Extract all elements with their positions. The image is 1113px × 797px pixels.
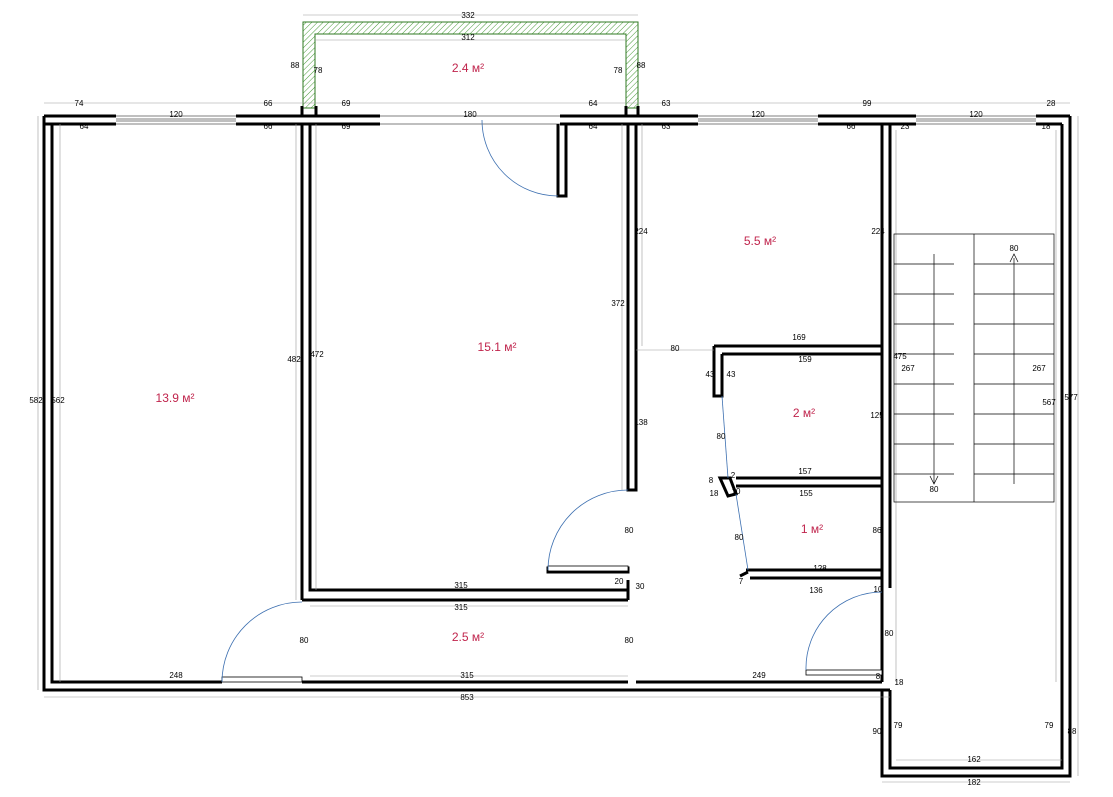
dim-label: 78 xyxy=(614,66,623,75)
door-swings xyxy=(221,119,883,683)
dim-label: 267 xyxy=(1032,364,1046,373)
dim-label: 120 xyxy=(969,110,983,119)
dim-label: 66 xyxy=(264,99,273,108)
dim-label: 88 xyxy=(637,61,646,70)
interior-walls xyxy=(221,106,892,683)
dim-label: 63 xyxy=(662,99,671,108)
dim-label: 7 xyxy=(739,577,744,586)
dim-label: 99 xyxy=(863,99,872,108)
dim-label: 80 xyxy=(885,629,894,638)
dim-label: 136 xyxy=(809,586,823,595)
dim-label: 20 xyxy=(615,577,624,586)
dim-label: 267 xyxy=(901,364,915,373)
area-hall: 5.5 м² xyxy=(744,234,776,248)
dimension-lines xyxy=(37,14,1079,783)
dim-label: 372 xyxy=(611,299,625,308)
dim-label: 162 xyxy=(967,755,981,764)
dim-label: 86 xyxy=(873,526,882,535)
dim-label: 224 xyxy=(871,227,885,236)
dim-label: 80 xyxy=(1010,244,1019,253)
dim-label: 18 xyxy=(710,489,719,498)
dim-label: 248 xyxy=(169,671,183,680)
dim-label: 10 xyxy=(874,585,883,594)
dim-label: 10 xyxy=(732,487,741,496)
area-bathroom: 2 м² xyxy=(793,406,815,420)
dim-label: 582 xyxy=(29,396,43,405)
area-center-room: 15.1 м² xyxy=(478,340,517,354)
dim-label: 125 xyxy=(870,411,884,420)
dim-label: 157 xyxy=(798,467,812,476)
dim-label: 182 xyxy=(967,778,981,787)
dim-label: 80 xyxy=(625,526,634,535)
dim-label: 80 xyxy=(671,344,680,353)
dim-label: 138 xyxy=(634,418,648,427)
dim-label: 88 xyxy=(291,61,300,70)
area-corridor: 2.5 м² xyxy=(452,630,484,644)
balcony-walls xyxy=(302,21,639,109)
dim-label: 64 xyxy=(80,122,89,131)
area-left-room: 13.9 м² xyxy=(156,391,195,405)
dim-label: 78 xyxy=(314,66,323,75)
dim-label: 80 xyxy=(717,432,726,441)
dim-label: 79 xyxy=(894,721,903,730)
dim-label: 90 xyxy=(873,727,882,736)
dim-label: 120 xyxy=(751,110,765,119)
dim-label: 120 xyxy=(169,110,183,119)
dim-label: 332 xyxy=(461,11,475,20)
dim-label: 472 xyxy=(310,350,324,359)
dim-label: 28 xyxy=(1047,99,1056,108)
dim-label: 315 xyxy=(460,671,474,680)
dim-label: 8 xyxy=(876,672,881,681)
dim-label: 18 xyxy=(895,678,904,687)
dim-label: 159 xyxy=(798,355,812,364)
dim-label: 74 xyxy=(75,99,84,108)
outer-walls xyxy=(42,114,1072,778)
dim-label: 312 xyxy=(461,33,475,42)
dim-label: 2 xyxy=(731,471,736,480)
dim-label: 249 xyxy=(752,671,766,680)
dim-label: 66 xyxy=(847,122,856,131)
room-areas: 13.9 м² 15.1 м² 2.4 м² 5.5 м² 2.5 м² 2 м… xyxy=(156,61,824,644)
dim-label: 79 xyxy=(1045,721,1054,730)
dim-label: 80 xyxy=(735,533,744,542)
dim-label: 80 xyxy=(625,636,634,645)
dim-label: 43 xyxy=(727,370,736,379)
dim-label: 853 xyxy=(460,693,474,702)
dim-label: 169 xyxy=(792,333,806,342)
dim-label: 577 xyxy=(1064,393,1078,402)
dim-label: 80 xyxy=(300,636,309,645)
dim-label: 128 xyxy=(813,564,827,573)
staircase xyxy=(893,233,1055,503)
dim-label: 8 xyxy=(709,476,714,485)
dim-label: 64 xyxy=(589,122,598,131)
dim-label: 63 xyxy=(662,122,671,131)
dim-label: 66 xyxy=(264,122,273,131)
area-toilet: 1 м² xyxy=(801,522,823,536)
dim-label: 180 xyxy=(463,110,477,119)
dim-label: 69 xyxy=(342,99,351,108)
dim-label: 315 xyxy=(454,581,468,590)
dimension-labels: 332 312 88 78 78 88 74 120 66 69 180 64 … xyxy=(29,11,1078,787)
dim-label: 562 xyxy=(51,396,65,405)
dim-label: 30 xyxy=(636,582,645,591)
dim-label: 475 xyxy=(893,352,907,361)
dim-label: 224 xyxy=(634,227,648,236)
dim-label: 88 xyxy=(1068,727,1077,736)
dim-label: 23 xyxy=(901,122,910,131)
dim-label: 18 xyxy=(1042,122,1051,131)
area-balcony: 2.4 м² xyxy=(452,61,484,75)
dim-label: 69 xyxy=(342,122,351,131)
dim-label: 43 xyxy=(706,370,715,379)
dim-label: 80 xyxy=(930,485,939,494)
dim-label: 315 xyxy=(454,603,468,612)
dim-label: 64 xyxy=(589,99,598,108)
dim-label: 155 xyxy=(799,489,813,498)
dim-label: 567 xyxy=(1042,398,1056,407)
dim-label: 482 xyxy=(287,355,301,364)
